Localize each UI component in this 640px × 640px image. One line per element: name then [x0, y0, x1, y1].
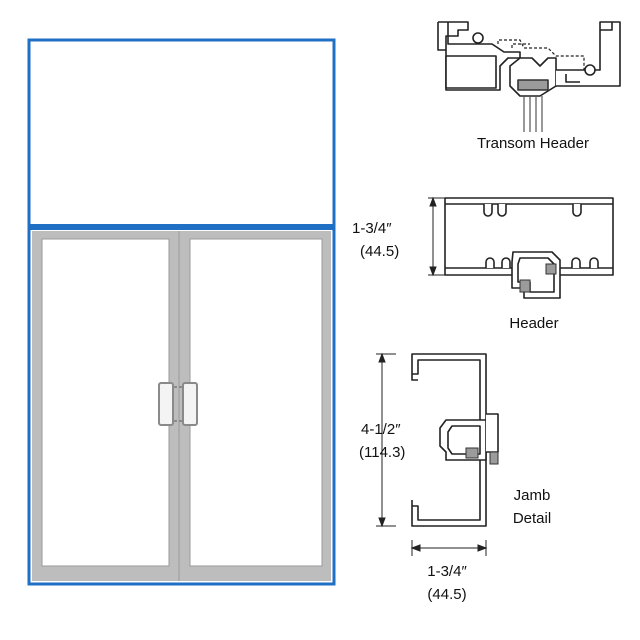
- header-dim-metric: (44.5): [360, 243, 400, 260]
- jamb-label-line1: Jamb: [513, 487, 551, 504]
- jamb-height-dimension-line: [376, 352, 396, 528]
- header-dim-imperial: 1-3/4″: [352, 220, 392, 237]
- jamb-depth-metric: (44.5): [427, 586, 467, 603]
- jamb-depth-imperial: 1-3/4″: [427, 563, 467, 580]
- transom-header-label: Transom Header: [477, 135, 589, 152]
- transom-frame: [27, 38, 336, 228]
- header-profile: [428, 196, 614, 299]
- door-frame: [27, 226, 336, 586]
- jamb-height-imperial: 4-1/2″: [361, 421, 401, 438]
- door-handles: [158, 382, 198, 426]
- jamb-height-metric: (114.3): [359, 444, 406, 461]
- left-door-glass: [41, 238, 170, 567]
- right-door-glass: [189, 238, 323, 567]
- transom-header-profile: [437, 21, 621, 132]
- jamb-label-line2: Detail: [512, 510, 552, 527]
- left-pull-handle: [158, 382, 174, 426]
- jamb-profile: [376, 352, 499, 556]
- jamb-depth-dimension-line: [410, 540, 488, 556]
- right-pull-handle: [182, 382, 198, 426]
- door-elevation: [27, 38, 336, 586]
- header-dimension-line: [428, 196, 446, 277]
- header-label: Header: [509, 315, 558, 332]
